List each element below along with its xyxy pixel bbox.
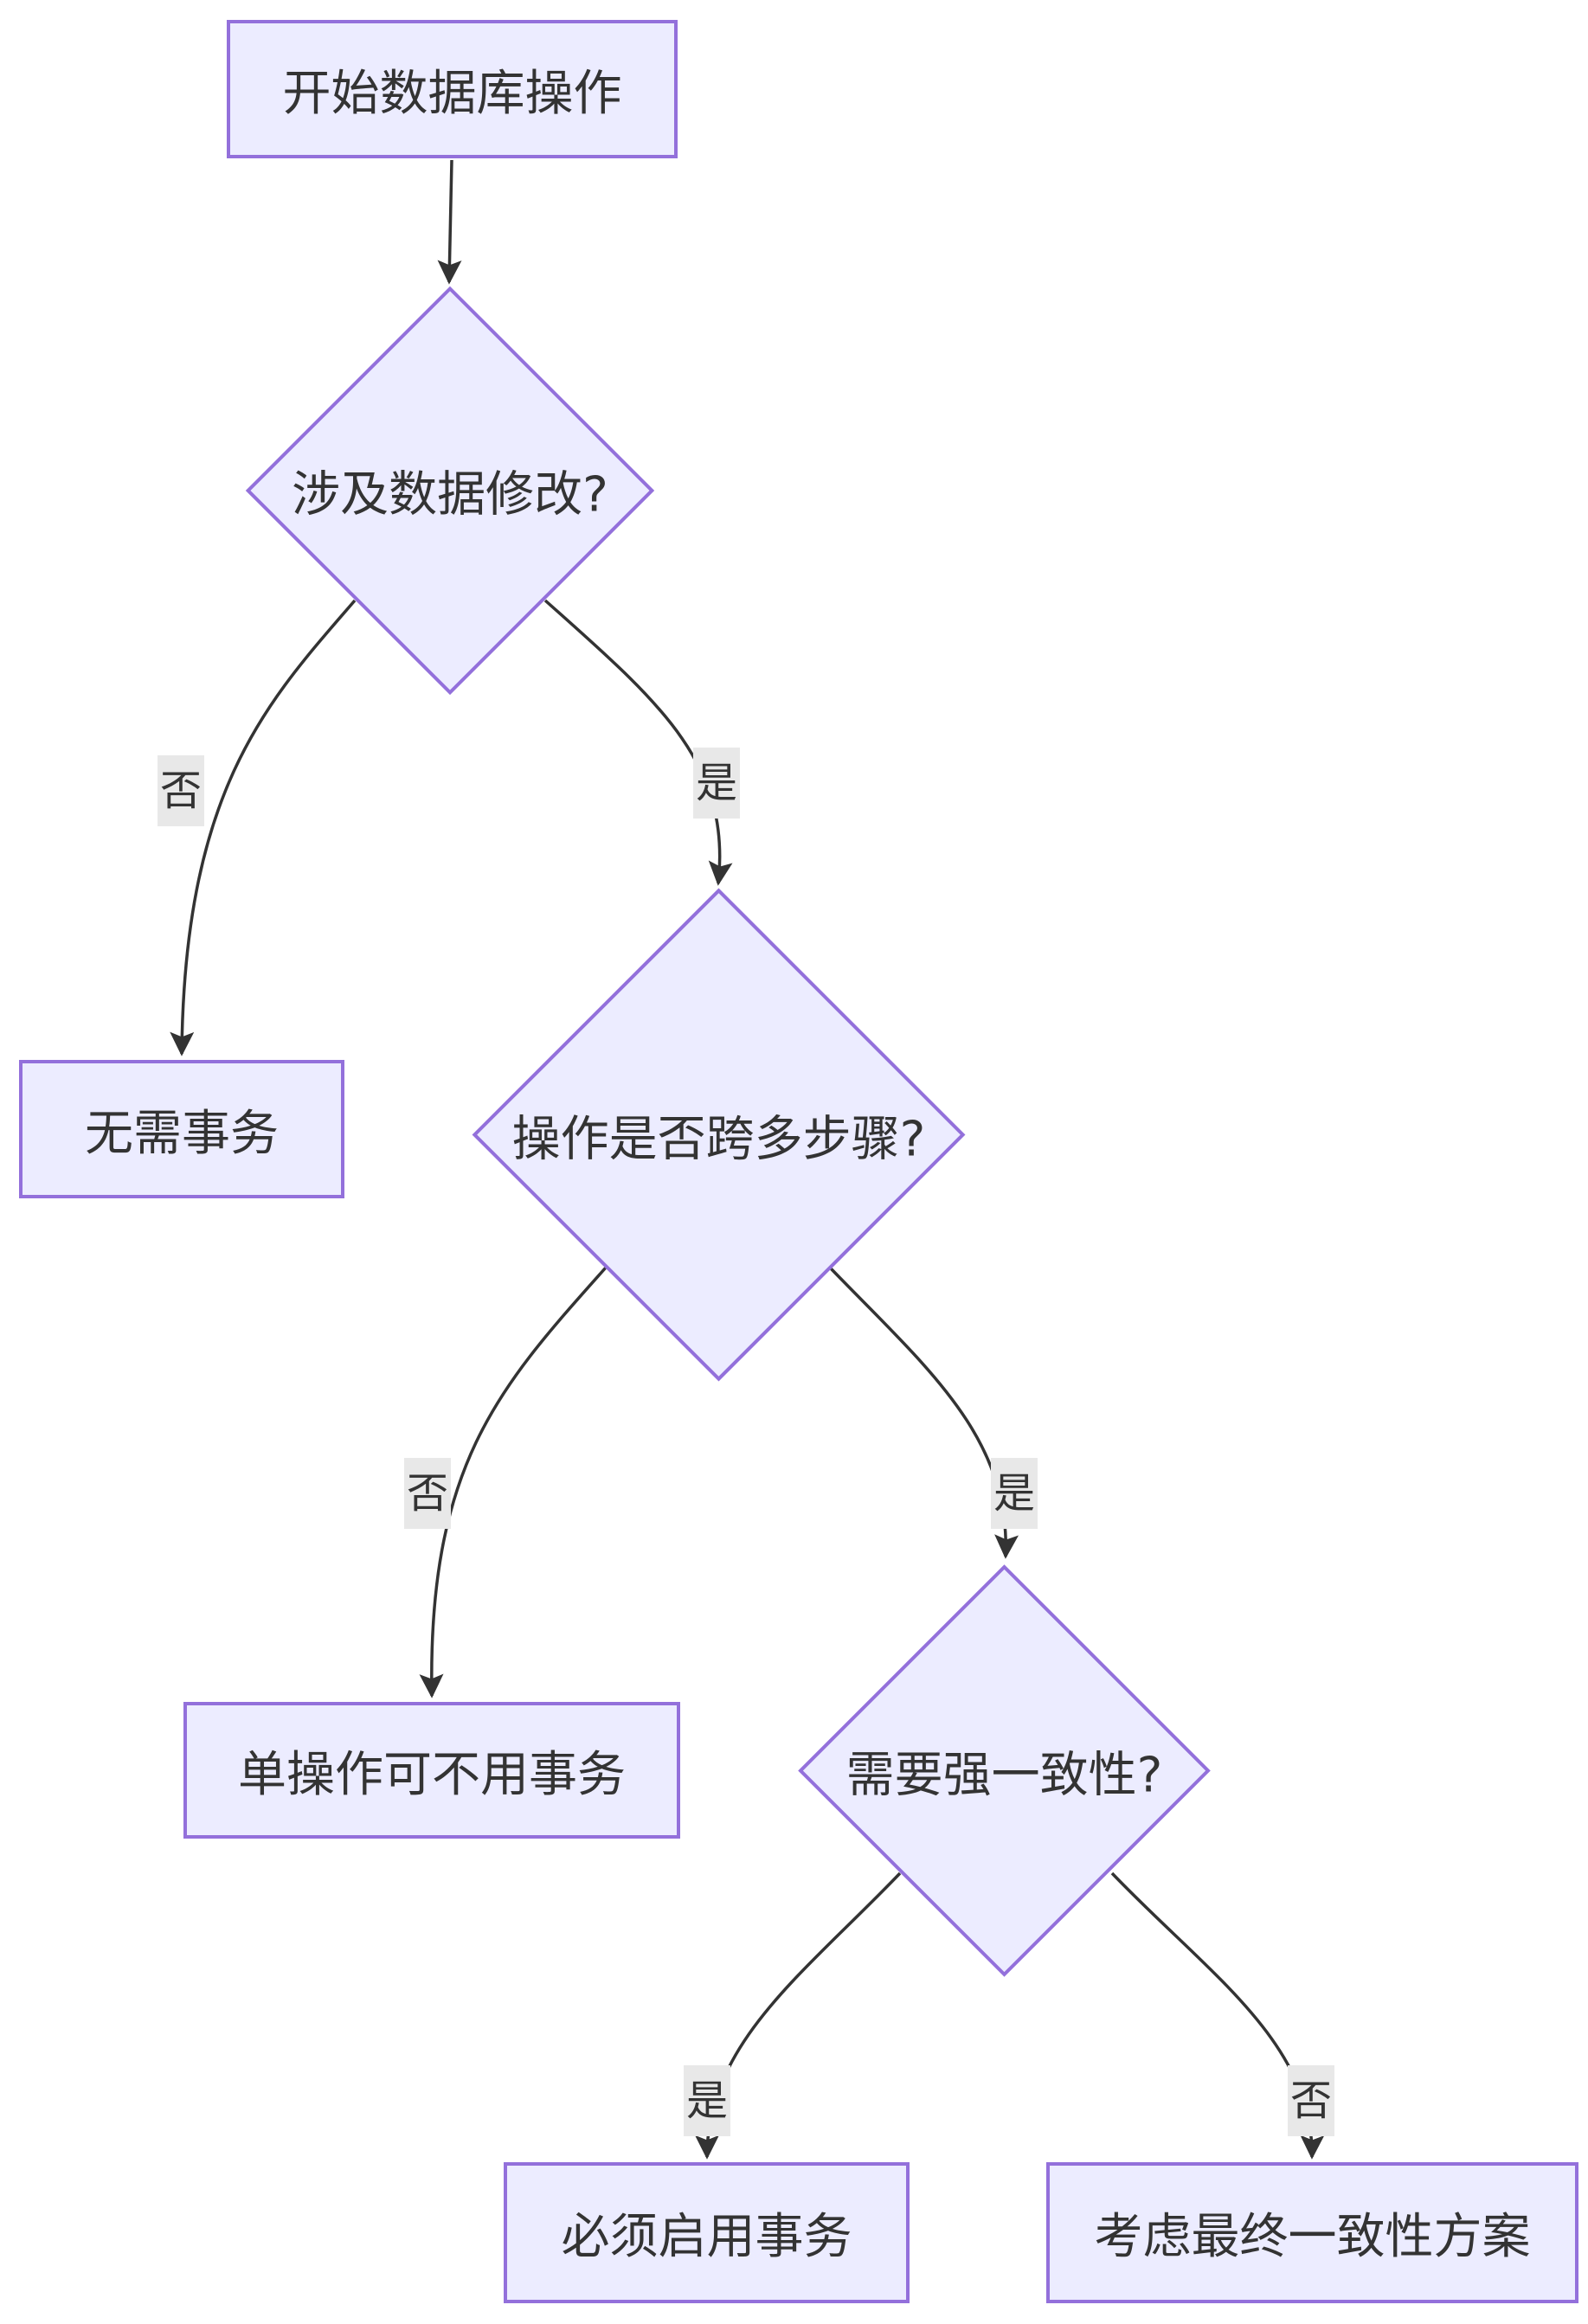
node-single-op-no-transaction-label: 单操作可不用事务 xyxy=(238,1746,626,1803)
edge-label-no-2: 否 xyxy=(403,1458,452,1529)
node-check-strong-consistency: 需要强一致性? xyxy=(798,1564,1211,1977)
node-check-modify-label: 涉及数据修改? xyxy=(292,466,608,523)
edge-label-yes-1: 是 xyxy=(692,748,741,819)
node-no-transaction: 无需事务 xyxy=(19,1060,344,1198)
node-start-label: 开始数据库操作 xyxy=(282,65,622,122)
edge-label-no-1: 否 xyxy=(157,755,205,826)
node-no-transaction-label: 无需事务 xyxy=(85,1105,279,1162)
edge-check-multi-step-to-single-op xyxy=(419,1266,608,1698)
edge-label-yes-2: 是 xyxy=(990,1458,1038,1529)
node-must-use-transaction: 必须启用事务 xyxy=(504,2162,910,2303)
edge-check-modify-to-check-multi-step xyxy=(543,599,733,886)
edge-start-to-check-modify xyxy=(437,159,462,285)
node-check-modify: 涉及数据修改? xyxy=(245,286,655,696)
edge-label-no-3: 否 xyxy=(1287,2065,1335,2136)
edge-check-multi-step-to-check-strong-consistency xyxy=(829,1267,1019,1559)
node-check-multi-step-label: 操作是否跨多步骤? xyxy=(511,1111,926,1167)
node-eventual-consistency-label: 考虑最终一致性方案 xyxy=(1094,2209,1531,2265)
node-eventual-consistency: 考虑最终一致性方案 xyxy=(1046,2162,1578,2303)
edge-check-modify-to-no-transaction xyxy=(170,599,357,1056)
node-start: 开始数据库操作 xyxy=(227,20,678,158)
node-single-op-no-transaction: 单操作可不用事务 xyxy=(183,1702,680,1839)
node-check-multi-step: 操作是否跨多步骤? xyxy=(472,888,966,1382)
edge-label-yes-3: 是 xyxy=(683,2065,731,2136)
node-must-use-transaction-label: 必须启用事务 xyxy=(561,2209,852,2265)
node-check-strong-consistency-label: 需要强一致性? xyxy=(845,1747,1163,1803)
